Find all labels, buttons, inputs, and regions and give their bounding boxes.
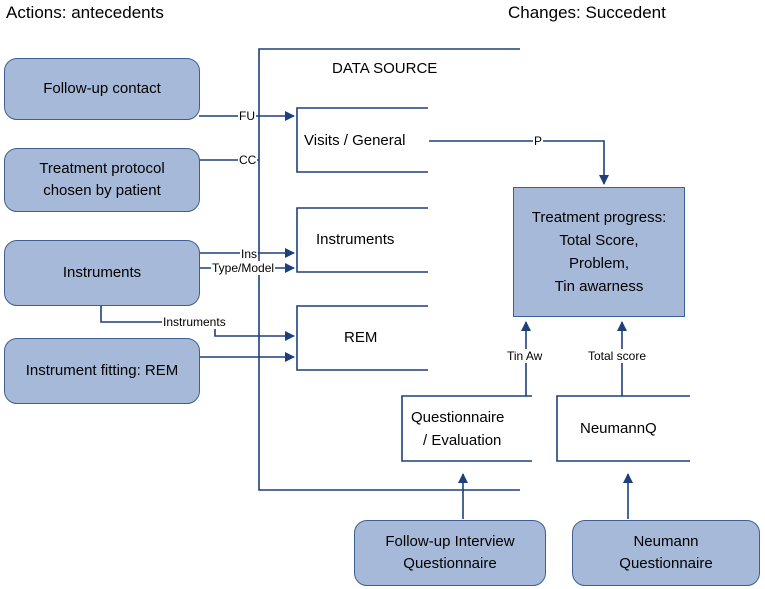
follow-up-contact-box: Follow-up contact	[4, 58, 200, 120]
neumannq-label: NeumannQ	[580, 420, 657, 437]
instruments-section-frame	[296, 207, 428, 273]
ins-edge-label: Ins	[240, 247, 259, 261]
followup-interview-box: Follow-up Interview Questionnaire	[354, 520, 546, 586]
data-source-title: DATA SOURCE	[332, 60, 438, 77]
fu-edge-label: FU	[238, 109, 256, 123]
instruments-action-box: Instruments	[4, 240, 200, 306]
instruments-source-label: Instruments	[316, 231, 395, 248]
neumann-questionnaire-line2: Questionnaire	[619, 555, 713, 572]
rem-section-frame	[296, 305, 428, 371]
rem-label: REM	[344, 329, 378, 346]
follow-up-contact-label: Follow-up contact	[43, 80, 161, 97]
p-connector	[429, 140, 609, 185]
type-model-edge-label: Type/Model	[211, 261, 276, 275]
questionnaire-eval-line1: Questionnaire	[411, 409, 505, 426]
neumannq-frame	[556, 395, 690, 462]
progress-line2: Total Score,	[559, 232, 639, 249]
visits-section-frame	[296, 107, 428, 173]
visits-general-label: Visits / General	[304, 132, 406, 149]
treatment-progress-box: Treatment progress: Total Score, Problem…	[513, 187, 685, 317]
instrument-fitting-box: Instrument fitting: REM	[4, 338, 200, 404]
followup-interview-line2: Questionnaire	[403, 555, 497, 572]
questionnaire-eval-line2: / Evaluation	[423, 432, 502, 449]
cc-edge-label: CC	[238, 153, 258, 167]
tin-aw-edge-label: Tin Aw	[506, 349, 544, 363]
total-score-edge-label: Total score	[587, 349, 648, 363]
neumann-questionnaire-line1: Neumann	[633, 533, 699, 550]
questionnaire-eval-frame	[401, 395, 532, 462]
instruments-edge-label: Instruments	[162, 315, 227, 329]
followup-interview-line1: Follow-up Interview	[385, 533, 515, 550]
neumann-questionnaire-box: Neumann Questionnaire	[572, 520, 760, 586]
treatment-protocol-line2: chosen by patient	[43, 182, 161, 199]
treatment-protocol-line1: Treatment protocol	[39, 160, 165, 177]
treatment-protocol-box: Treatment protocol chosen by patient	[4, 148, 200, 212]
succedent-header: Changes: Succedent	[508, 3, 666, 22]
questionnaire-eval-label: Questionnaire / Evaluation	[411, 406, 504, 452]
progress-line1: Treatment progress:	[531, 209, 667, 226]
instrument-fitting-label: Instrument fitting: REM	[25, 362, 179, 379]
data-source-sections	[296, 107, 690, 462]
instruments-action-label: Instruments	[62, 264, 142, 281]
progress-line4: Tin awarness	[554, 278, 644, 295]
antecedents-header: Actions: antecedents	[6, 3, 164, 22]
p-edge-label: P	[533, 134, 544, 148]
progress-line3: Problem,	[568, 255, 630, 272]
